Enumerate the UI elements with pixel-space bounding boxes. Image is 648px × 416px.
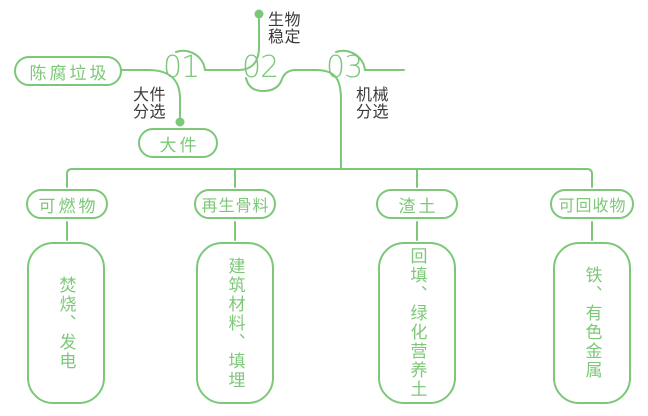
flow-arc-stage01-and-line-to-bio-branch (175, 18, 260, 71)
category-pill-recycled-aggregate: 再生骨料 (194, 189, 276, 219)
bio-stabilize-branch-dot (254, 9, 264, 19)
stage-number-03: 03 (326, 50, 363, 85)
source-node-pill: 陈腐垃圾 (14, 56, 122, 86)
detail-text-backfill-greening-soil: 回填、绿化营养土 (406, 247, 427, 399)
category-pill-slag-soil: 渣土 (376, 189, 458, 219)
detail-box-slag-soil: 回填、绿化营养土 (378, 242, 456, 404)
detail-text-building-material-landfill: 建筑材料、填埋 (224, 256, 245, 390)
stage-number-02: 02 (242, 50, 279, 85)
flow-arc-stage02-and-line-to-mechanical-branch (245, 69, 342, 170)
branch-bus-line (66, 168, 593, 188)
large-item-output-pill: 大件 (138, 128, 218, 158)
stage-label-large-item-sorting: 大件分选 (133, 85, 167, 121)
category-pill-combustible: 可燃物 (26, 189, 108, 219)
flow-line-source-to-large-item-branch (121, 69, 181, 118)
detail-text-iron-nonferrous-metal: 铁、有色金属 (581, 266, 602, 380)
stage-number-01: 01 (163, 50, 200, 85)
flow-arc-stage03-and-exit-line (335, 49, 405, 71)
detail-box-recyclable: 铁、有色金属 (553, 242, 631, 404)
detail-box-combustible: 焚烧、发电 (27, 242, 105, 404)
detail-text-incinerate-power: 焚烧、发电 (55, 275, 76, 371)
stage-label-mechanical-sorting: 机械分选 (356, 85, 390, 121)
category-pill-recyclable: 可回收物 (550, 189, 634, 219)
detail-box-recycled-aggregate: 建筑材料、填埋 (196, 242, 274, 404)
stage-label-bio-stabilization: 生物稳定 (268, 10, 302, 46)
large-item-branch-dot (175, 117, 185, 127)
